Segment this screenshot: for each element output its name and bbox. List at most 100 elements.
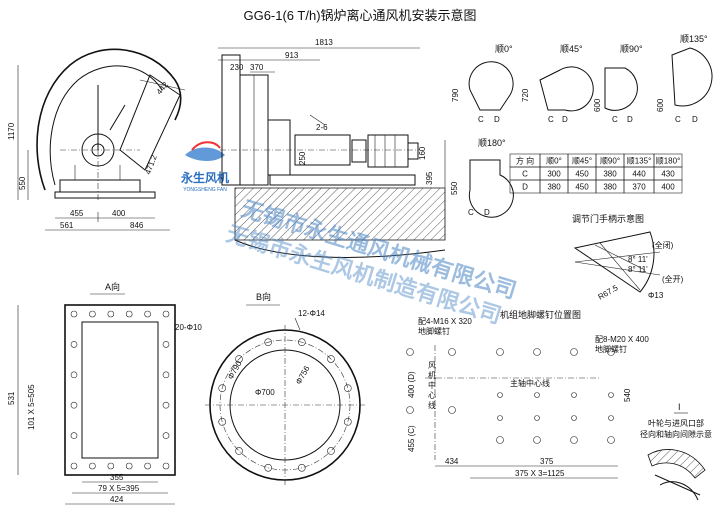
flange-hole: [89, 462, 96, 470]
table-cell-text: 380: [603, 170, 617, 179]
flange-hole: [298, 338, 306, 347]
table-header-cell: 顺45°: [572, 157, 592, 166]
flange-hole: [162, 371, 170, 379]
side-view: 1813 913 230 370 2-6 250 160 395: [218, 38, 446, 258]
anchor-bolt-hole: [571, 392, 577, 398]
anchor-bolt-hole: [607, 436, 615, 444]
flange-hole: [162, 341, 170, 348]
damper-handle-sketch: 调节门手柄示意图 (全闭) 8° 11' 8° 11' (全开) Φ13 R67…: [572, 213, 684, 302]
orient-label-45: 顺45°: [560, 44, 583, 54]
dim-913: 913: [285, 51, 299, 60]
anchor-bolt-hole: [496, 348, 504, 356]
view-b-holes: 12-Φ14: [298, 309, 325, 318]
table-cell-text: 450: [575, 183, 589, 192]
bolts-spec-1-sub: 地脚螺钉: [418, 326, 450, 336]
flange-hole: [125, 310, 133, 318]
flange-hole: [162, 432, 170, 439]
table-cell-text: 450: [575, 170, 589, 179]
orientation-sketches: 顺0° 790 C D 顺45° 720 C D 顺90° 600 C D 顺1…: [450, 34, 713, 218]
flange-hole: [343, 384, 352, 392]
handle-full-close: (全闭): [652, 240, 674, 250]
page-title: GG6-1(6 T/h)锅炉离心通风机安装示意图: [243, 8, 476, 23]
dim-230: 230: [230, 63, 244, 72]
anchor-bolt-hole: [608, 415, 614, 421]
anchor-bolt-hole: [608, 392, 614, 398]
anchor-bolt-hole: [497, 392, 503, 398]
flange-hole: [235, 355, 243, 363]
table-cell-text: 300: [547, 170, 561, 179]
anchor-bolt-hole: [406, 348, 414, 356]
handle-angle-2: 8° 11': [628, 265, 648, 274]
orient-d-135: D: [692, 115, 698, 124]
dim-250: 250: [298, 151, 307, 165]
view-a-title: A向: [105, 281, 120, 292]
view-b-dim-700: Φ700: [255, 388, 275, 397]
detail-i-line2: 径向和轴向间隙示意: [640, 429, 712, 439]
anchor-bolt-hole: [571, 415, 577, 421]
view-b-dim-790: Φ790: [226, 359, 244, 381]
svg-text:线: 线: [428, 400, 436, 410]
table-cell-text: C: [522, 170, 528, 179]
handle-angle-1: 8° 11': [628, 255, 648, 264]
table-cell: [653, 179, 683, 194]
flange-hole: [162, 401, 170, 409]
logo-subtext: YONGSHENG FAN: [183, 187, 227, 193]
view-a: A向 20-Φ10 531 101 X 5=505 355 79 X 5=395…: [7, 281, 202, 505]
detail-i-line1: 叶轮与进风口部: [648, 418, 704, 428]
dim-1813: 1813: [315, 38, 333, 47]
dim-370: 370: [250, 63, 264, 72]
flange-hole: [70, 310, 78, 318]
flange-hole: [235, 447, 243, 455]
orient-dim-720: 720: [521, 88, 530, 102]
anchor-bolt-hole: [448, 406, 456, 414]
flange-hole: [298, 463, 306, 472]
anchor-bolt-hole: [534, 392, 540, 398]
bolts-dim-400d: 400 (D): [407, 371, 416, 398]
flange-hole: [264, 338, 272, 347]
orient-d-180: D: [484, 208, 490, 217]
flange-hole: [327, 447, 335, 455]
flange-hole: [327, 355, 335, 363]
orient-dim-600: 600: [593, 98, 602, 112]
table-cell-text: 370: [632, 183, 646, 192]
orient-c-0: C: [478, 115, 484, 124]
table-header-cell: 顺0°: [546, 157, 562, 166]
table-cell-text: 400: [661, 183, 675, 192]
view-b-title: B向: [256, 291, 271, 302]
svg-text:风: 风: [428, 361, 436, 370]
view-a-dim-531: 531: [7, 391, 16, 405]
flange-hole: [343, 418, 352, 426]
dim-471: 471.2: [143, 153, 158, 175]
dim-550: 550: [18, 176, 27, 190]
anchor-bolt-hole: [533, 348, 541, 356]
orient-d-45: D: [562, 115, 568, 124]
bolts-dim-1125: 375 X 3=1125: [515, 469, 565, 478]
anchor-bolt-hole: [533, 436, 541, 444]
view-b-dim-756: Φ756: [294, 364, 312, 386]
dim-400: 400: [112, 209, 126, 218]
view-a-dim-355: 355: [110, 473, 124, 482]
orient-c-90: C: [612, 115, 618, 124]
dim-1170: 1170: [7, 122, 16, 140]
dim-2-6: 2-6: [316, 123, 328, 132]
anchor-bolt-hole: [570, 348, 578, 356]
flange-hole: [218, 384, 227, 392]
handle-phi: Φ13: [648, 291, 664, 300]
table-cell-text: D: [522, 183, 528, 192]
anchor-bolt-hole: [448, 348, 456, 356]
bolts-dim-375: 375: [540, 457, 554, 466]
anchor-bolt-layout: 机组地脚螺钉位置图 配4-M16 X 320 地脚螺钉 配8-M20 X 400…: [406, 309, 649, 479]
anchor-bolt-hole: [496, 436, 504, 444]
orient-c-45: C: [548, 115, 554, 124]
flange-hole: [144, 462, 151, 470]
orient-c-135: C: [675, 115, 681, 124]
table-header-cell: 顺135°: [627, 157, 652, 166]
handle-radius: R67.5: [597, 283, 620, 302]
flange-hole: [70, 341, 78, 348]
orient-c-180: C: [468, 208, 474, 217]
front-view: 1170 550 442 471.2 455 400 561 846: [7, 48, 186, 231]
flange-hole: [218, 418, 227, 426]
dim-455: 455: [70, 209, 84, 218]
